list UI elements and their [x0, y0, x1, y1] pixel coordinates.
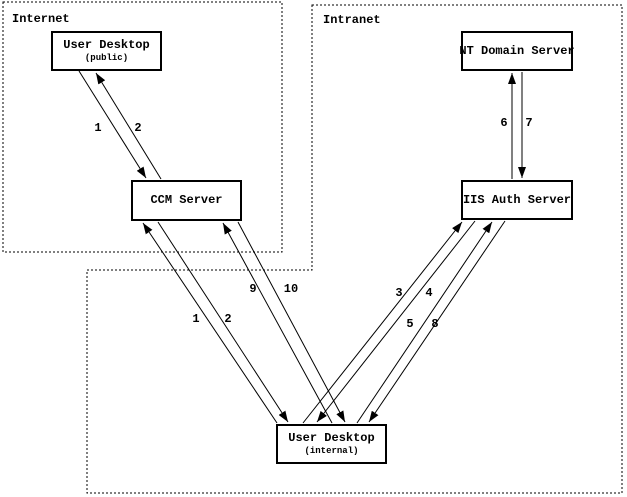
flow-arrow-1-public-to-ccm	[78, 70, 147, 179]
flow-label-10-ccm-to-internal: 10	[284, 282, 298, 296]
region-internet-border	[2, 1, 283, 253]
flow-label-1-public-to-ccm: 1	[94, 121, 101, 135]
flow-label-7-nt-to-iis: 7	[525, 116, 532, 130]
node-title: User Desktop	[63, 38, 150, 53]
flow-label-9-internal-to-ccm: 9	[249, 282, 256, 296]
node-user-desktop-internal: User Desktop (internal)	[276, 424, 387, 464]
flow-arrow-2-ccm-to-public	[95, 72, 162, 180]
flow-label-8-iis-to-internal: 8	[431, 317, 438, 331]
flow-label-2-ccm-to-internal: 2	[224, 312, 231, 326]
flow-label-6-iis-to-nt: 6	[500, 116, 507, 130]
flow-label-4-iis-to-internal: 4	[425, 286, 432, 300]
flow-arrow-9-internal-to-ccm	[222, 222, 333, 424]
node-title: CCM Server	[150, 193, 223, 208]
flow-label-1-internal-to-ccm: 1	[192, 312, 199, 326]
flow-arrow-10-ccm-to-internal	[237, 221, 346, 423]
flow-arrow-2-ccm-to-internal	[157, 221, 289, 423]
flow-arrow-8-iis-to-internal	[368, 220, 506, 423]
node-nt-domain-server: NT Domain Server	[459, 31, 575, 71]
node-iis-auth-server: IIS Auth Server	[461, 180, 573, 220]
flow-label-3-internal-to-iis: 3	[395, 286, 402, 300]
flow-label-2-ccm-to-public: 2	[134, 121, 141, 135]
region-intranet-border	[86, 4, 623, 494]
node-title: NT Domain Server	[459, 43, 575, 58]
flow-arrow-4-iis-to-internal	[316, 220, 476, 423]
node-subtitle: (internal)	[304, 445, 359, 456]
node-title: IIS Auth Server	[462, 192, 572, 207]
node-user-desktop-public: User Desktop (public)	[51, 31, 162, 71]
node-subtitle: (public)	[84, 52, 129, 63]
node-ccm-server: CCM Server	[131, 180, 242, 221]
flow-label-5-internal-to-iis: 5	[406, 317, 413, 331]
region-label-internet: Internet	[12, 12, 70, 26]
flow-arrow-1-internal-to-ccm	[142, 222, 278, 424]
flow-arrow-3-internal-to-iis	[302, 221, 463, 424]
node-title: User Desktop	[288, 431, 375, 446]
region-label-intranet: Intranet	[323, 13, 381, 27]
flow-arrow-5-internal-to-iis	[356, 221, 493, 424]
